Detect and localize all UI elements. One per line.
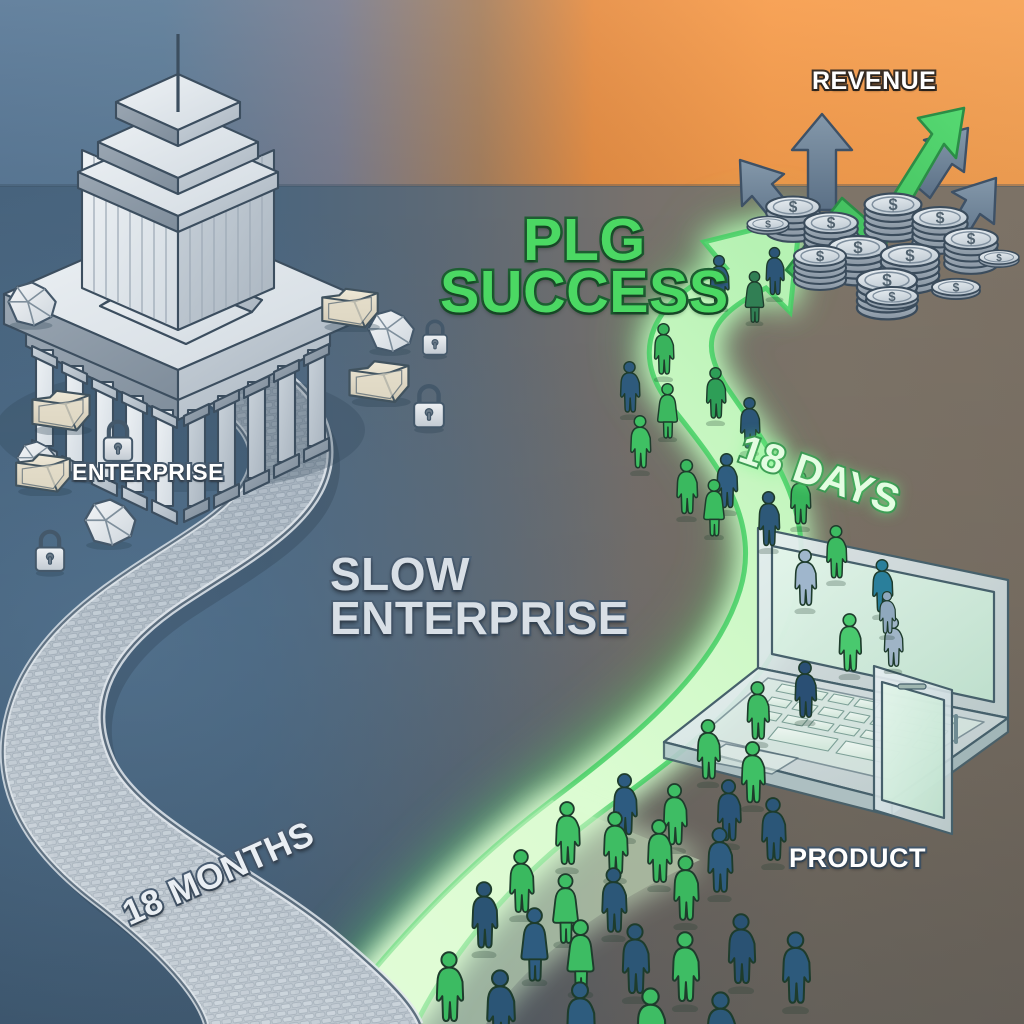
person [727, 913, 757, 994]
person [781, 931, 812, 1014]
person [705, 366, 727, 426]
person [838, 613, 863, 680]
person [696, 719, 721, 788]
person [630, 414, 652, 476]
person [619, 360, 641, 420]
gray-arrow-1 [790, 112, 854, 212]
person [794, 661, 818, 726]
person [671, 931, 701, 1012]
person [761, 797, 787, 870]
person [758, 490, 781, 554]
person [653, 322, 675, 382]
person [555, 801, 581, 874]
person [826, 524, 848, 586]
person [744, 270, 765, 326]
person [709, 254, 730, 312]
person [673, 855, 700, 930]
person [706, 991, 737, 1024]
plg-path-edge [328, 214, 804, 1024]
person [636, 987, 667, 1024]
tower-cap-3-right [176, 170, 280, 234]
tower-cap-1-right [176, 100, 242, 148]
plg-path-lower-fan [330, 800, 700, 1024]
horizon-line [0, 184, 1024, 187]
person [656, 382, 679, 442]
person [794, 549, 818, 614]
person [566, 981, 596, 1024]
person [486, 969, 516, 1024]
person [471, 881, 499, 958]
person [435, 951, 465, 1024]
person [676, 458, 699, 522]
building-shadow [0, 368, 365, 492]
colonnade-right [182, 342, 331, 524]
person [746, 681, 771, 748]
phone-screen [880, 680, 946, 820]
person [740, 741, 766, 812]
person [765, 246, 785, 302]
person [739, 396, 761, 456]
phone-notch [897, 683, 927, 690]
tower-cap-2-right [176, 140, 260, 196]
person [790, 470, 812, 532]
